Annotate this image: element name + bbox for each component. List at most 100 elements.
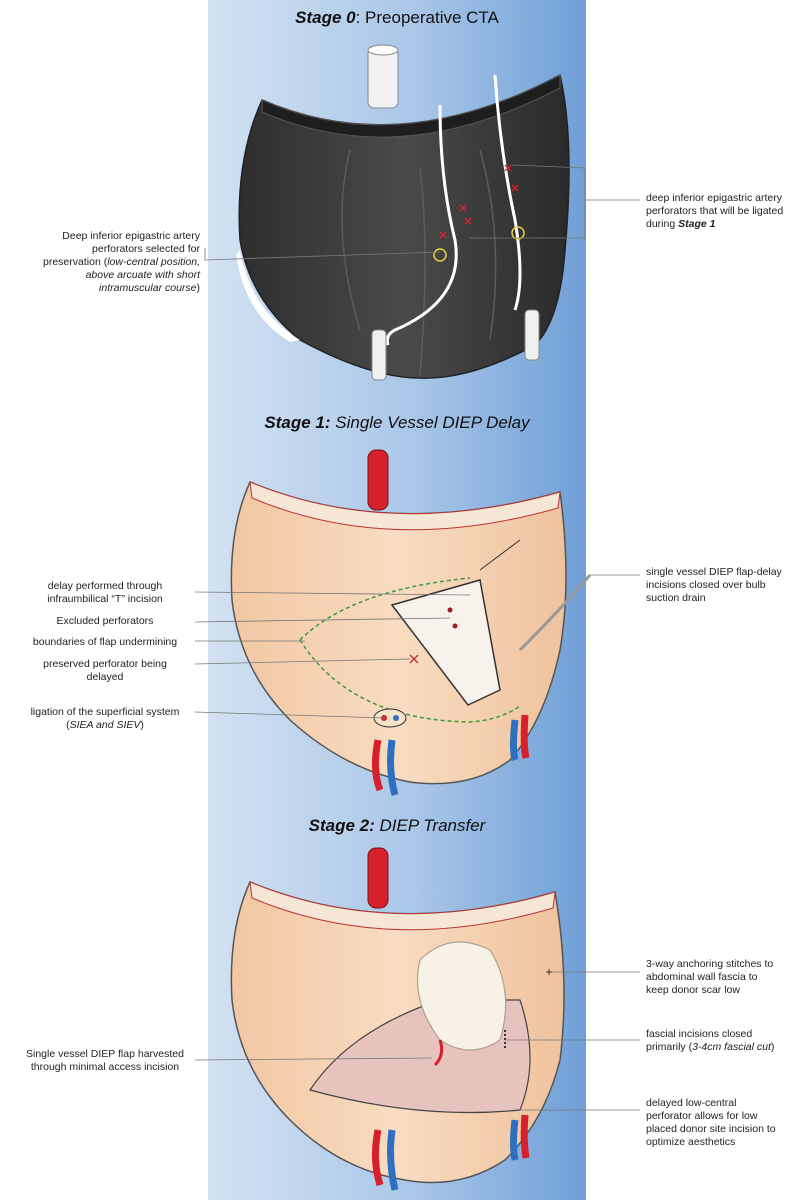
stage0-ligated-label-line2: perforators that will be ligated <box>646 205 784 217</box>
stage2-anchoring-stitch <box>546 969 552 975</box>
stage2-lowcentral-label: delayed low-central perforator allows fo… <box>646 1097 788 1149</box>
stage2-abdomen-illustration <box>230 847 565 1191</box>
stage2-lowcentral-label-line4: optimize aesthetics <box>646 1136 736 1148</box>
stage1-abdomen-illustration <box>230 449 592 796</box>
stage0-preserved-label-line3: preservation (low-central position, <box>8 256 200 269</box>
stage0-preserved-label-line3-plain: preservation ( <box>43 256 108 268</box>
stage2-flap-pedicle <box>433 1039 444 1067</box>
stage2-fascial-close: ) <box>770 1041 775 1053</box>
stage0-preserved-label-line5-end: ) <box>196 282 201 294</box>
stage2-anchor-label: 3-way anchoring stitches to abdominal wa… <box>646 958 788 997</box>
stage1-right-femoral-artery <box>520 714 530 759</box>
stage1-excluded-perforator <box>447 607 453 613</box>
stage2-title-rest: DIEP Transfer <box>374 816 486 835</box>
leader-lines <box>194 164 640 1111</box>
stage0-title: Stage 0: Preoperative CTA <box>208 8 586 28</box>
stage0-preserved-label-line1: Deep inferior epigastric artery <box>62 230 200 242</box>
stage1-preserved-label-line2: delayed <box>86 671 124 683</box>
stage1-delay-label-line1: delay performed through <box>47 580 163 592</box>
stage0-left-vessel <box>385 104 458 346</box>
stage2-diep-flap <box>416 941 507 1051</box>
stage1-excluded-label-text: Excluded perforators <box>56 615 154 627</box>
stage0-ligated-label-line3: during Stage 1 <box>646 218 786 231</box>
stage2-left-femoral-vein <box>387 1129 399 1191</box>
stage0-ligated-label-line1: deep inferior epigastric artery <box>646 192 782 204</box>
stage2-lowcentral-label-line2: perforator allows for low <box>646 1110 758 1122</box>
stage2-left-femoral-artery <box>371 1129 384 1187</box>
stage1-title-rest: Single Vessel DIEP Delay <box>330 413 530 432</box>
stage1-section-rim <box>249 481 561 531</box>
stage2-aorta <box>367 847 389 909</box>
stage1-right-femoral-vein <box>510 719 519 762</box>
stage1-preserved-perforator <box>409 654 419 664</box>
stage1-suction-drain <box>518 574 592 652</box>
stage1-ligation-italic: SIEA and SIEV <box>69 719 141 731</box>
stage1-left-femoral-artery <box>371 739 384 792</box>
stage1-excluded-perforator <box>452 623 458 629</box>
stage1-delay-label-line2: infraumbilical “T” incision <box>47 593 163 605</box>
stage0-preserved-label: Deep inferior epigastric artery perforat… <box>8 230 200 295</box>
stage2-right-femoral-vein <box>510 1119 519 1161</box>
stage1-ligation-leader <box>194 711 386 719</box>
stage1-delay-label: delay performed through infraumbilical “… <box>10 580 200 606</box>
stage0-torso-illustration <box>236 44 570 381</box>
stage1-ligation-open: ( <box>66 719 70 731</box>
stage0-torso-edge <box>236 250 300 342</box>
stage0-right-vessel <box>493 74 522 311</box>
stage1-ligation-label-line1: ligation of the superficial system <box>30 706 180 718</box>
stage0-right-leader <box>470 164 640 239</box>
stage0-torso-rim <box>261 74 561 138</box>
stage1-delay-leader <box>194 591 471 596</box>
stage2-anchor-label-line3: keep donor scar low <box>646 984 740 996</box>
stage2-harvest-label: Single vessel DIEP flap harvested throug… <box>10 1048 200 1074</box>
stage2-section-rim <box>249 881 556 931</box>
stage0-preserved-label-line5: intramuscular course) <box>8 282 200 295</box>
stage0-left-femoral <box>371 329 387 381</box>
stage0-title-bold: Stage 0 <box>295 8 356 27</box>
stage2-lowcentral-label-line1: delayed low-central <box>646 1097 737 1109</box>
stage1-boundaries-label: boundaries of flap undermining <box>10 636 200 649</box>
stage0-ligated-label-line3-bold: Stage 1 <box>678 218 716 230</box>
stage1-ligation-close: ) <box>140 719 144 731</box>
stage0-preserved-label-line5-italic: intramuscular course <box>99 282 197 294</box>
stage0-title-rest: : Preoperative CTA <box>355 8 499 27</box>
stage1-title-bold: Stage 1: <box>264 413 331 432</box>
stage0-left-leader <box>204 248 441 261</box>
stage1-excluded-label: Excluded perforators <box>10 615 200 628</box>
stage2-fascial-label: fascial incisions closed primarily (3-4c… <box>646 1028 788 1054</box>
stage0-aorta <box>367 47 399 109</box>
stage2-fascial-label-line2: primarily (3-4cm fascial cut) <box>646 1041 788 1054</box>
stage1-closed-incision <box>479 539 521 571</box>
stage2-title-bold: Stage 2: <box>308 816 375 835</box>
stage0-preserved-label-line3-italic: low-central position, <box>107 256 200 268</box>
stage0-preserved-label-line2: perforators selected for <box>92 243 200 255</box>
stage2-harvest-leader <box>194 1057 433 1061</box>
stage1-drain-label-line1: single vessel DIEP flap-delay <box>646 566 782 578</box>
stage1-preserved-label-line1: preserved perforator being <box>43 658 167 670</box>
stage0-ligated-perforators <box>439 164 519 239</box>
stage0-preserved-perforators <box>433 226 525 262</box>
stage1-preserved-label: preserved perforator being delayed <box>10 658 200 684</box>
stage0-aorta-top <box>367 44 399 56</box>
stage1-t-incision-window <box>390 579 501 706</box>
stage1-undermining-boundary <box>299 577 521 723</box>
stage2-fascial-label-line1: fascial incisions closed <box>646 1028 753 1040</box>
stage2-anchor-label-line2: abdominal wall fascia to <box>646 971 758 983</box>
stage1-preserved-leader <box>194 658 411 665</box>
stage0-ligated-label-line3-plain: during <box>646 218 679 230</box>
stage0-ligated-label: deep inferior epigastric artery perforat… <box>646 192 786 231</box>
stage0-preserved-label-line4-italic: above arcuate with short <box>85 269 200 281</box>
stage1-ligation-label-line2: (SIEA and SIEV) <box>10 719 200 732</box>
stage0-preserved-label-line4: above arcuate with short <box>8 269 200 282</box>
stage2-fascial-plain: primarily ( <box>646 1041 693 1053</box>
stage1-ligation-label: ligation of the superficial system (SIEA… <box>10 706 200 732</box>
stage2-harvest-label-line2: through minimal access incision <box>30 1061 180 1073</box>
stage2-title: Stage 2: DIEP Transfer <box>208 816 586 836</box>
stage1-boundaries-label-text: boundaries of flap undermining <box>32 636 178 648</box>
stage1-excluded-leader <box>194 617 451 623</box>
stage1-aorta <box>367 449 389 511</box>
stage0-right-femoral <box>524 309 540 361</box>
stage1-drain-label-line2: incisions closed over bulb <box>646 579 766 591</box>
stage1-title: Stage 1: Single Vessel DIEP Delay <box>208 413 586 433</box>
